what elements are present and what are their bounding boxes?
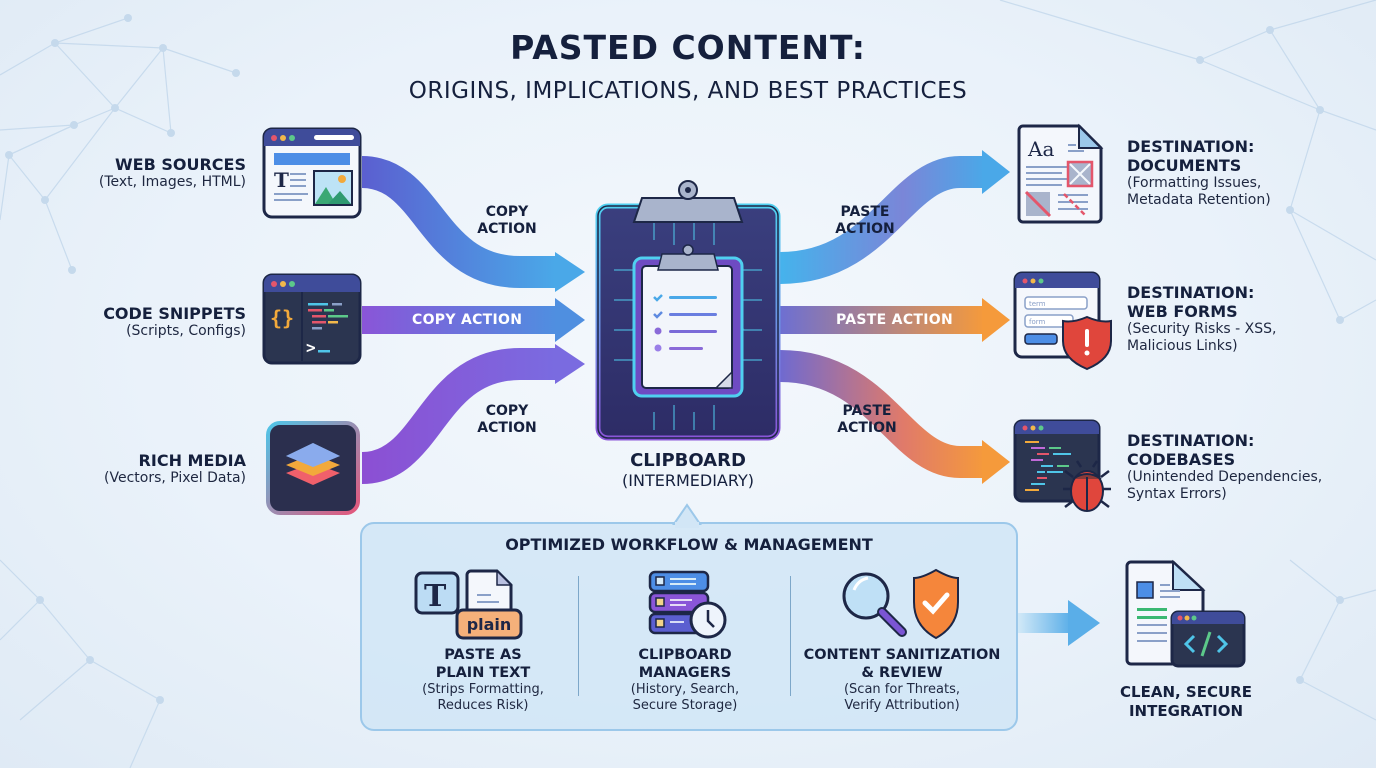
copy-arrow-2-head <box>555 298 585 342</box>
source-media-title: RICH MEDIA <box>138 451 246 470</box>
paste-action-label-2: PASTE ACTION <box>836 312 953 328</box>
copy-arrow-1 <box>360 156 555 288</box>
copy-action-label-2: COPY ACTION <box>412 312 523 328</box>
document-icon: Aa <box>1017 123 1104 224</box>
outcome-line1: CLEAN, SECURE <box>1120 683 1252 701</box>
workflow-plain-title1: PASTE AS <box>444 647 522 663</box>
copy-arrow-3 <box>360 348 555 484</box>
workflow-managers-desc1: (History, Search, <box>630 682 740 697</box>
destination-codebases: DESTINATION: CODEBASES (Unintended Depen… <box>1127 431 1367 503</box>
clipboard-title: CLIPBOARD <box>630 450 746 471</box>
web-form-warning-icon: term form <box>1013 271 1112 371</box>
source-media: RICH MEDIA (Vectors, Pixel Data) <box>6 451 246 487</box>
workflow-plain-desc1: (Strips Formatting, <box>422 682 544 697</box>
source-web-title: WEB SOURCES <box>115 155 246 174</box>
workflow-plain-title2: PLAIN TEXT <box>435 665 531 681</box>
svg-text:>: > <box>306 338 316 357</box>
destination-documents: DESTINATION: DOCUMENTS (Formatting Issue… <box>1127 137 1367 209</box>
destination-documents-title2: DOCUMENTS <box>1127 156 1242 175</box>
destination-web-forms-desc2: Malicious Links) <box>1127 338 1238 354</box>
paste-arrow-1 <box>779 156 985 284</box>
source-web-desc: (Text, Images, HTML) <box>98 174 246 190</box>
paste-arrow-2-head <box>982 298 1010 342</box>
copy-arrow-3-head <box>555 344 585 384</box>
svg-text:term: term <box>1029 300 1046 308</box>
panel-divider-1 <box>578 576 579 696</box>
code-editor-icon: {} > <box>262 273 362 365</box>
source-code-title: CODE SNIPPETS <box>103 304 246 323</box>
svg-text:Aa: Aa <box>1027 137 1054 161</box>
copy-arrow-2 <box>362 306 557 334</box>
workflow-managers-title1: CLIPBOARD <box>638 647 732 663</box>
workflow-item-sanitization: CONTENT SANITIZATION & REVIEW (Scan for … <box>792 646 1012 714</box>
source-media-desc: (Vectors, Pixel Data) <box>104 470 246 486</box>
workflow-item-clipboard-managers: CLIPBOARD MANAGERS (History, Search, Sec… <box>585 646 785 714</box>
workflow-item-plain-text: PASTE AS PLAIN TEXT (Strips Formatting, … <box>383 646 583 714</box>
scan-shield-icon <box>842 568 959 640</box>
clipboard-history-icon <box>648 570 727 639</box>
destination-documents-title1: DESTINATION: <box>1127 137 1255 156</box>
panel-pointer <box>672 503 702 528</box>
workflow-sanitization-desc1: (Scan for Threats, <box>843 682 961 697</box>
code-bug-icon <box>1013 419 1111 512</box>
svg-text:{}: {} <box>270 306 294 330</box>
workflow-title: OPTIMIZED WORKFLOW & MANAGEMENT <box>505 535 873 554</box>
paste-arrow-3-head <box>982 440 1010 484</box>
clipboard-icon[interactable] <box>594 180 782 442</box>
svg-text:T: T <box>424 579 447 614</box>
source-code-desc: (Scripts, Configs) <box>126 323 246 339</box>
plain-badge-text: plain <box>467 615 512 634</box>
destination-web-forms-title1: DESTINATION: <box>1127 283 1255 302</box>
workflow-sanitization-desc2: Verify Attribution) <box>844 698 960 713</box>
workflow-plain-desc2: Reduces Risk) <box>437 698 529 713</box>
workflow-managers-title2: MANAGERS <box>638 665 732 681</box>
browser-window-icon: T <box>262 127 362 219</box>
destination-documents-desc1: (Formatting Issues, <box>1127 175 1262 191</box>
destination-codebases-desc2: Syntax Errors) <box>1127 486 1227 502</box>
destination-codebases-title1: DESTINATION: <box>1127 431 1255 450</box>
source-code: CODE SNIPPETS (Scripts, Configs) <box>6 304 246 340</box>
outcome-arrow <box>1016 613 1071 633</box>
panel-divider-2 <box>790 576 791 696</box>
workflow-sanitization-title1: CONTENT SANITIZATION <box>803 647 1001 663</box>
destination-documents-desc2: Metadata Retention) <box>1127 192 1271 208</box>
outcome-arrow-head <box>1068 600 1100 646</box>
paste-arrow-3 <box>779 350 985 478</box>
svg-text:form: form <box>1029 318 1046 326</box>
secure-code-doc-icon <box>1125 559 1246 668</box>
outcome-line2: INTEGRATION <box>1128 702 1244 720</box>
svg-text:T: T <box>274 168 289 192</box>
source-web: WEB SOURCES (Text, Images, HTML) <box>6 155 246 191</box>
destination-codebases-title2: CODEBASES <box>1127 450 1236 469</box>
destination-codebases-desc1: (Unintended Dependencies, <box>1127 469 1323 485</box>
clipboard-subtitle: (INTERMEDIARY) <box>622 471 754 490</box>
outcome-label: CLEAN, SECURE INTEGRATION <box>1086 683 1286 721</box>
workflow-sanitization-title2: & REVIEW <box>861 665 943 681</box>
layers-icon <box>266 421 360 515</box>
copy-arrow-1-head <box>555 252 585 292</box>
workflow-managers-desc2: Secure Storage) <box>632 698 738 713</box>
destination-web-forms-title2: WEB FORMS <box>1127 302 1238 321</box>
plain-text-icon: T plain <box>414 569 523 640</box>
page-subtitle: ORIGINS, IMPLICATIONS, AND BEST PRACTICE… <box>408 78 968 104</box>
paste-arrow-1-head <box>982 150 1010 194</box>
destination-web-forms: DESTINATION: WEB FORMS (Security Risks -… <box>1127 283 1367 355</box>
clipboard-label: CLIPBOARD (INTERMEDIARY) <box>568 450 808 490</box>
paste-arrow-2 <box>780 306 985 334</box>
destination-web-forms-desc1: (Security Risks - XSS, <box>1127 321 1277 337</box>
page-title: PASTED CONTENT: <box>510 28 866 67</box>
